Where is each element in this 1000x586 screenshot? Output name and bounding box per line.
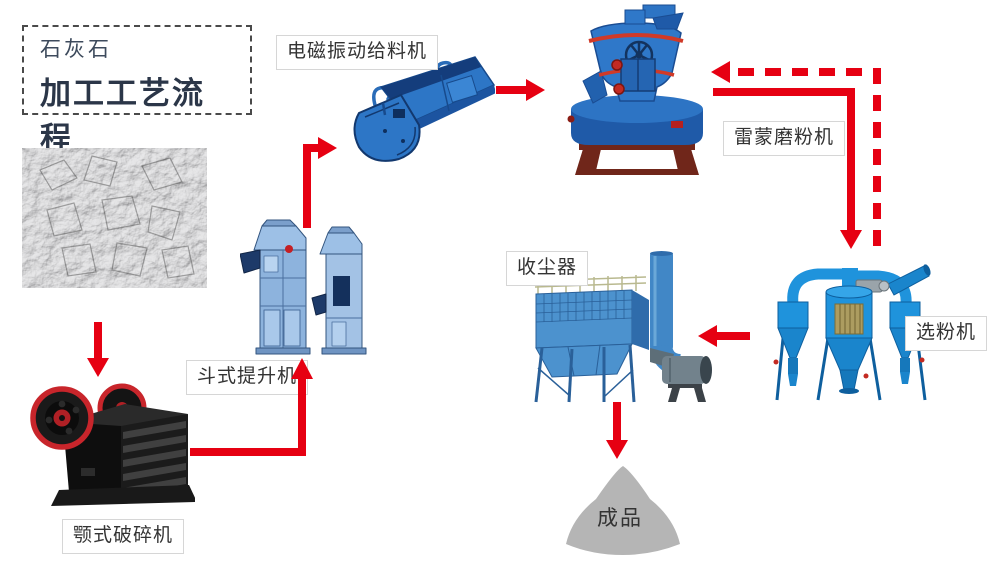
vibrating-feeder-illustration [345,53,495,168]
raymond-mill-icon [567,4,703,175]
dust-collector-illustration [522,250,714,408]
limestone-rocks-image [22,148,207,288]
finished-product-pile: 成品 [558,462,688,558]
bucket-elevator-illustration [240,218,390,363]
label-bucket-elevator: 斗式提升机 [186,360,309,395]
label-dust-collector: 收尘器 [506,251,589,286]
label-jaw-crusher: 颚式破碎机 [62,519,185,554]
page-title: 加工工艺流程 [40,76,205,157]
bucket-elevator-icon [240,219,367,355]
label-raymond-mill: 雷蒙磨粉机 [723,121,846,156]
jaw-crusher-icon [30,383,195,506]
jaw-crusher-illustration [25,368,195,510]
limestone-photo [22,148,207,288]
label-vibrating-feeder: 电磁振动给料机 [276,35,439,70]
arrow-feeder-to-mill [496,79,545,101]
dust-collector-icon [534,251,712,403]
product-pile-shape [566,466,680,555]
arrow-dust-collector-to-product [606,402,628,459]
title-box: 石灰石 加工工艺流程 [22,25,252,156]
label-powder-classifier: 选粉机 [905,316,988,351]
raymond-mill-illustration [555,3,715,178]
arrow-elevator-to-feeder [303,137,337,228]
vibrating-feeder-icon [353,56,495,162]
product-label: 成品 [597,507,643,530]
arrow-mill-to-classifier [713,88,862,249]
title-product: 石灰石 [40,38,112,61]
